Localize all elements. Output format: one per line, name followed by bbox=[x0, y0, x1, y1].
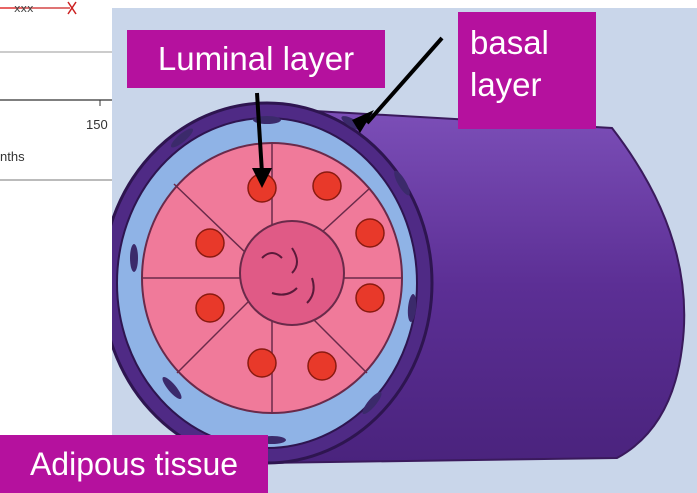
chart-tick-label: 150 bbox=[86, 117, 108, 132]
basal-label-line1: basal bbox=[470, 22, 596, 64]
luminal-label-text: Luminal layer bbox=[158, 40, 354, 77]
adipous-tissue-label: Adipous tissue bbox=[0, 435, 268, 493]
adipous-label-text: Adipous tissue bbox=[30, 446, 238, 482]
background-chart-fragment: xxx 150 nths bbox=[0, 0, 125, 185]
chart-axis-label: nths bbox=[0, 149, 25, 164]
luminal-layer-label: Luminal layer bbox=[127, 30, 385, 88]
basal-label-line2: layer bbox=[470, 64, 596, 106]
svg-text:xxx: xxx bbox=[14, 2, 34, 15]
basal-layer-label: basal layer bbox=[458, 12, 596, 129]
